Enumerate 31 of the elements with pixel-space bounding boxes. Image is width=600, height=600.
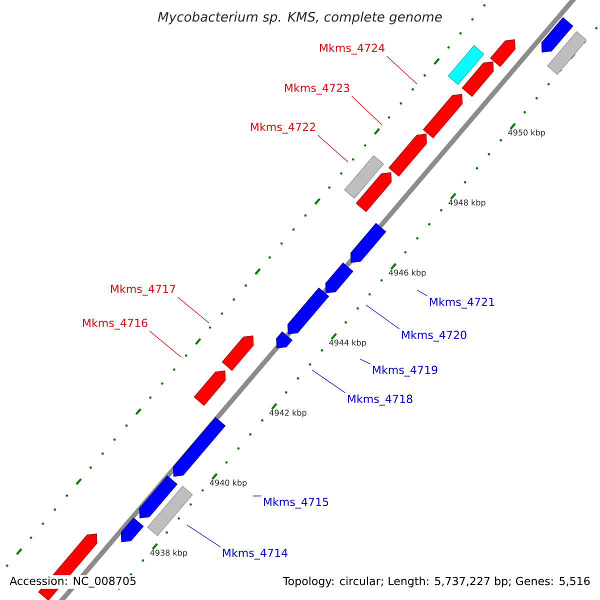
leader-line [351, 96, 382, 126]
gene-label: Mkms_4720 [402, 330, 466, 342]
gene-label: Mkms_4717 [111, 284, 176, 296]
title: Mycobacterium sp. KMS, complete genome [158, 12, 442, 24]
gene-label: Mkms_4723 [285, 84, 350, 95]
leader-line [366, 304, 400, 330]
scale-label: 4940 kbp [210, 480, 247, 488]
leader-line [177, 296, 210, 324]
gene-label: Mkms_4721 [430, 298, 494, 309]
leader-line [360, 358, 371, 364]
gene-label: Mkms_4716 [83, 318, 148, 330]
leader-line [186, 524, 221, 548]
gene-label: Mkms_4714 [223, 548, 288, 560]
accession-text: Accession: NC_008705 [8, 575, 138, 589]
leader-line [416, 290, 428, 296]
gene-label: Mkms_4722 [251, 122, 315, 134]
gene-label: Mkms_4718 [348, 394, 412, 406]
scale-label: 4944 kbp [329, 339, 366, 348]
gene-label: Mkms_4715 [264, 498, 328, 509]
genome-info-text: Topology: circular; Length: 5,737,227 bp; Genes: 5,516 [282, 575, 592, 589]
gene-label: Mkms_4724 [320, 44, 384, 55]
scale-label: 4948 kbp [448, 199, 486, 208]
leader-line [317, 134, 348, 162]
scale-label: 4942 kbp [270, 410, 306, 418]
leader-line [149, 330, 182, 358]
scale-label: 4946 kbp [388, 269, 426, 278]
scale-label: 4950 kbp [508, 129, 545, 138]
gene-label: Mkms_4719 [373, 366, 438, 377]
leader-line [312, 370, 346, 394]
scale-label: 4938 kbp [150, 550, 188, 558]
leader-line [386, 56, 418, 84]
